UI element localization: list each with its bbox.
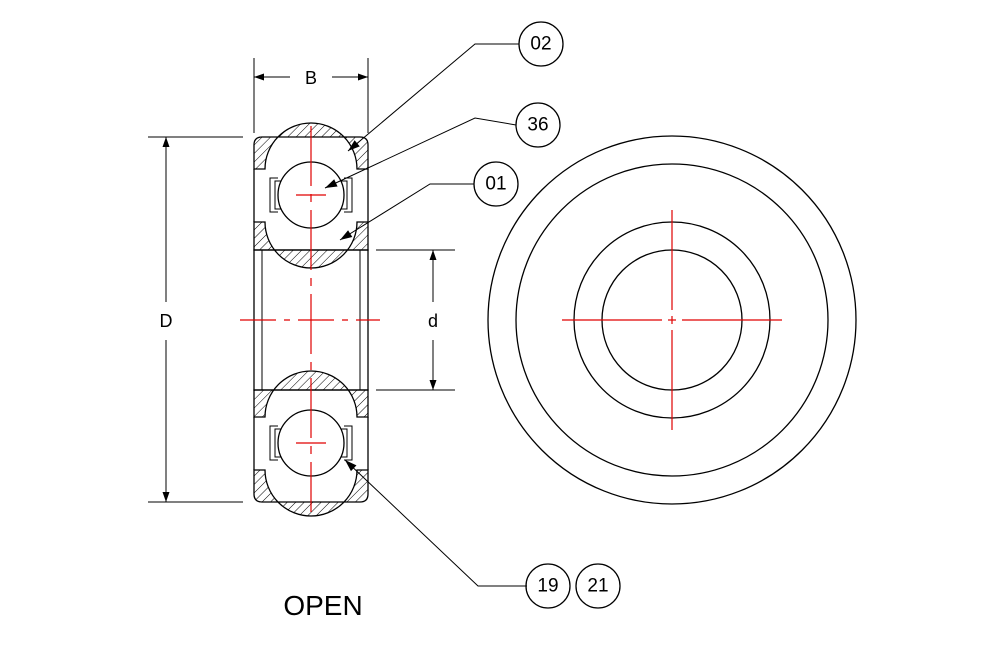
balloon-21: 21 [575,563,621,609]
balloon-36: 36 [515,102,561,148]
balloon-19: 19 [525,563,571,609]
dimension-b-label: B [305,68,317,88]
front-view [487,135,857,505]
dimension-d-outer: D [148,136,243,503]
outer-ring-top [253,122,369,170]
svg-text:36: 36 [527,115,548,136]
svg-text:01: 01 [485,174,506,195]
section-view [240,122,380,517]
cage-top [269,177,353,213]
outer-ring-inner-circle [515,163,829,477]
dimension-d-outer-label: D [160,311,173,331]
outer-ring-bottom [253,469,369,517]
view-label: OPEN [283,590,362,621]
leaders [324,43,527,587]
balloon-01: 01 [473,161,519,207]
outer-diameter-circle [487,135,857,505]
inner-ring-bottom [253,370,369,418]
svg-text:02: 02 [530,34,551,55]
svg-text:19: 19 [537,576,558,597]
dimension-b: B [253,58,369,133]
dimension-d-bore-label: d [428,311,438,331]
dimension-d-bore: d [376,249,455,391]
balloon-02: 02 [518,21,564,67]
svg-text:21: 21 [587,576,608,597]
inner-ring-top [253,221,369,269]
